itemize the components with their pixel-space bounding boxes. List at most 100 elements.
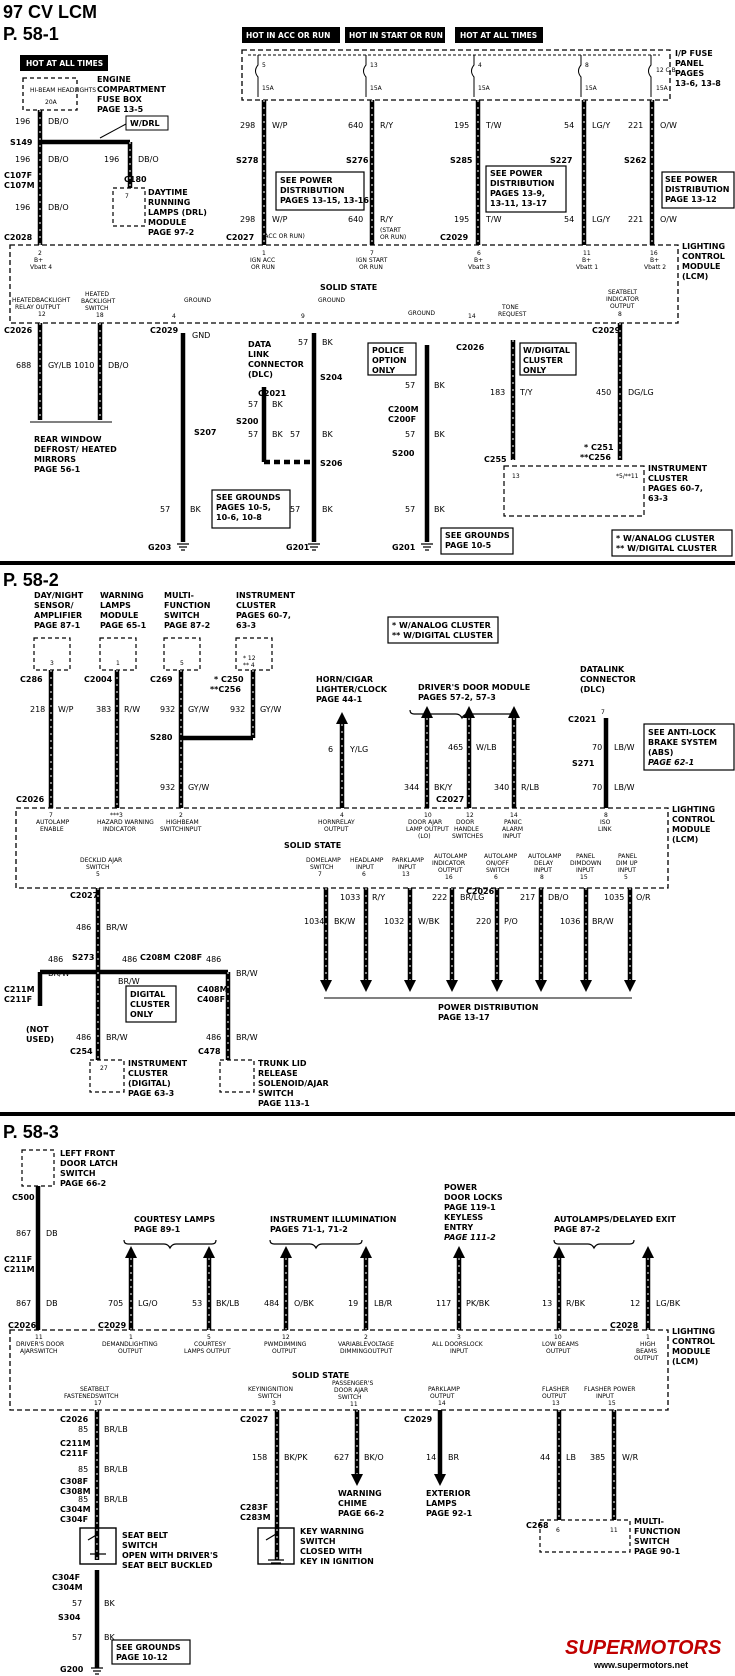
svg-text:B+: B+ [34,257,43,264]
svg-text:PANEL: PANEL [576,853,596,860]
svg-text:DECKLID AJAR: DECKLID AJAR [80,857,122,864]
svg-text:6: 6 [494,874,498,881]
fuse-13: 13 [370,62,378,69]
svg-text:DOOR AJAR: DOOR AJAR [334,1387,368,1394]
svg-text:16: 16 [445,874,453,881]
svg-text:DG/LG: DG/LG [628,388,654,397]
svg-text:5: 5 [96,871,100,878]
svg-text:DB/O: DB/O [48,203,69,212]
svg-text:BK: BK [190,505,201,514]
svg-text:PARKLAMP: PARKLAMP [428,1386,460,1393]
svg-text:INPUT: INPUT [618,867,636,874]
svg-text:GY/LB: GY/LB [48,361,71,370]
svg-text:** 4: ** 4 [243,662,255,669]
svg-text:11: 11 [350,1401,358,1408]
svg-text:PARKLAMP: PARKLAMP [392,857,424,864]
svg-text:44: 44 [540,1453,550,1462]
svg-text:LG/BK: LG/BK [656,1299,681,1308]
svg-text:SWITCH: SWITCH [338,1394,362,1401]
svg-text:AUTOLAMP: AUTOLAMP [528,853,562,860]
svg-text:R/Y: R/Y [372,893,385,902]
svg-text:LAMPS OUTPUT: LAMPS OUTPUT [184,1348,231,1355]
svg-text:C2026: C2026 [466,887,495,896]
svg-text:12: 12 [466,812,474,819]
hot-box-all-times-2: HOT AT ALL TIMES [460,31,537,40]
svg-text:486: 486 [76,1033,91,1042]
svg-text:8: 8 [540,874,544,881]
svg-text:R/BK: R/BK [566,1299,586,1308]
svg-text:298: 298 [240,215,255,224]
svg-text:DOMELAMP: DOMELAMP [306,857,341,864]
svg-text:85: 85 [78,1465,88,1474]
svg-text:BK/W: BK/W [334,917,355,926]
hot-box-acc-run: HOT IN ACC OR RUN [246,31,330,40]
svg-text:IGN START: IGN START [356,257,388,264]
svg-text:OR RUN: OR RUN [359,264,383,271]
svg-text:1036: 1036 [560,917,580,926]
svg-text:HIGHBEAM: HIGHBEAM [166,819,199,826]
svg-text:ENABLE: ENABLE [40,826,64,833]
svg-text:SWITCH: SWITCH [85,305,109,312]
svg-text:1033: 1033 [340,893,360,902]
svg-text:OUTPUT: OUTPUT [324,826,349,833]
svg-text:OUTPUT: OUTPUT [610,303,635,310]
svg-text:SWITCH: SWITCH [86,864,110,871]
svg-text:TONE: TONE [501,304,519,311]
svg-text:R/Y: R/Y [380,215,393,224]
svg-text:Vbatt 2: Vbatt 2 [644,264,666,271]
lcm-module-58-1 [9,244,679,324]
engine-fuse-box [22,77,78,111]
svg-text:DB/O: DB/O [48,155,69,164]
svg-text:ALL DOORSLOCK: ALL DOORSLOCK [432,1341,484,1348]
svg-text:GY/W: GY/W [260,705,281,714]
svg-text:ON/OFF: ON/OFF [486,860,509,867]
svg-text:C2027: C2027 [226,233,254,242]
svg-text:486: 486 [122,955,137,964]
svg-text:C200M: C200M [388,405,419,414]
svg-text:BEAMS: BEAMS [636,1348,657,1355]
svg-text:486: 486 [48,955,63,964]
svg-text:HEATEDBACKLIGHT: HEATEDBACKLIGHT [12,297,71,304]
svg-text:GROUND: GROUND [408,310,435,317]
svg-text:640: 640 [348,121,363,130]
svg-text:SWITCHES: SWITCHES [452,833,483,840]
svg-text:298: 298 [240,121,255,130]
svg-text:54: 54 [564,215,574,224]
svg-text:S285: S285 [450,156,473,165]
svg-text:7: 7 [370,250,374,257]
svg-text:70: 70 [592,783,602,792]
svg-text:AUTOLAMP: AUTOLAMP [36,819,70,826]
svg-text:C308M: C308M [60,1487,91,1496]
svg-text:PASSENGER'S: PASSENGER'S [332,1380,373,1387]
svg-text:57: 57 [290,505,300,514]
svg-text:15: 15 [580,874,588,881]
fuses: 5 15A 13 15A 4 15A 8 15A 12 C.B. 15A [262,62,678,92]
svg-text:C2028: C2028 [610,1321,639,1330]
svg-text:2: 2 [364,1334,368,1341]
svg-text:BK: BK [322,338,333,347]
svg-text:196: 196 [15,155,30,164]
legend-digital-2: ** W/DIGITAL CLUSTER [392,631,493,640]
svg-text:B+: B+ [474,257,483,264]
svg-text:HAZARD WARNING: HAZARD WARNING [97,819,154,826]
svg-text:DEMANDLIGHTING: DEMANDLIGHTING [102,1341,158,1348]
svg-text:C211F: C211F [4,995,32,1004]
svg-text:C2029: C2029 [150,326,179,335]
svg-text:C2029: C2029 [404,1415,433,1424]
svg-text:14: 14 [468,313,476,320]
svg-text:C2029: C2029 [98,1321,127,1330]
svg-text:GROUND: GROUND [184,297,211,304]
svg-text:T/Y: T/Y [519,388,533,397]
